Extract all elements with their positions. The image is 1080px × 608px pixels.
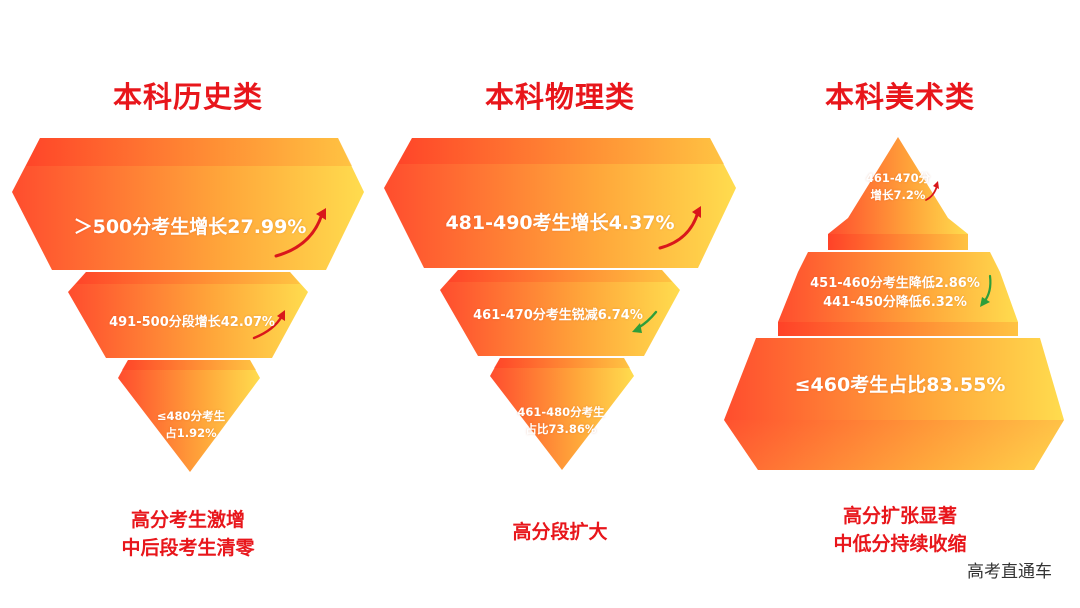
physics-tier-mid-cap [448, 270, 672, 282]
physics-tier-top [384, 138, 736, 268]
history-caption-line2: 中后段考生清零 [121, 537, 255, 559]
physics-tier-top-cap [398, 138, 724, 164]
physics-funnel [384, 138, 736, 470]
history-tier-bottom-cap [122, 360, 256, 370]
art-tier-top [828, 137, 968, 250]
art-tier-mid [778, 252, 1018, 336]
art-mid-tier-label-line1: 451-460分考生降低2.86% [810, 276, 980, 291]
art-caption-line1: 高分扩张显著 [842, 505, 957, 527]
art-tier-mid-base [778, 322, 1018, 336]
art-pyramid [724, 137, 1064, 470]
history-mid-tier-label: 491-500分段增长42.07% [109, 315, 275, 330]
history-bottom-tier-label-line1: ≤480分考生 [156, 409, 226, 423]
history-title: 本科历史类 [112, 80, 263, 114]
history-mid-up-arrow-icon [252, 310, 285, 340]
art-top-tier-label-line1: 461-470分 [865, 171, 931, 185]
history-funnel [12, 138, 364, 472]
art-title: 本科美术类 [824, 80, 975, 114]
history-tier-top-cap [26, 138, 352, 166]
history-top-tier-label: ＞500分考生增长27.99% [73, 216, 307, 238]
history-caption: 高分考生激增 中后段考生清零 [38, 506, 338, 562]
physics-tier-mid [440, 270, 680, 356]
physics-caption: 高分段扩大 [410, 518, 710, 546]
history-top-up-arrow-icon [274, 208, 326, 258]
physics-mid-down-arrow-icon [632, 310, 658, 333]
history-tier-top [12, 138, 364, 270]
art-top-tier-label-line2: 增长7.2% [870, 188, 926, 202]
art-top-up-arrow-icon [925, 181, 939, 201]
physics-caption-line1: 高分段扩大 [512, 521, 608, 543]
art-mid-down-arrow-icon [980, 274, 992, 307]
history-caption-line1: 高分考生激增 [130, 509, 245, 531]
physics-tier-bottom [490, 358, 634, 470]
art-caption: 高分扩张显著 中低分持续收缩 [750, 502, 1050, 558]
physics-top-up-arrow-icon [658, 206, 701, 250]
history-bottom-tier-label-line2: 占1.92% [165, 426, 217, 440]
physics-bottom-tier-label-line1: 461-480分考生 [517, 405, 605, 419]
history-tier-mid-cap [76, 272, 300, 284]
physics-mid-tier-label: 461-470分考生锐减6.74% [473, 308, 643, 323]
physics-title: 本科物理类 [484, 80, 635, 114]
history-tier-mid [68, 272, 308, 358]
watermark: 高考直通车 [967, 562, 1052, 582]
art-tier-bottom-side [724, 420, 1064, 470]
history-tier-bottom [118, 360, 260, 472]
physics-tier-bottom-cap [494, 358, 630, 368]
art-caption-line2: 中低分持续收缩 [833, 533, 967, 555]
physics-top-tier-label: 481-490考生增长4.37% [445, 212, 675, 234]
art-mid-tier-label-line2: 441-450分降低6.32% [823, 295, 967, 310]
physics-bottom-tier-label-line2: 占比73.86% [525, 422, 597, 436]
art-tier-top-base [828, 234, 968, 250]
art-bottom-tier-label: ≤460考生占比83.55% [794, 374, 1006, 396]
